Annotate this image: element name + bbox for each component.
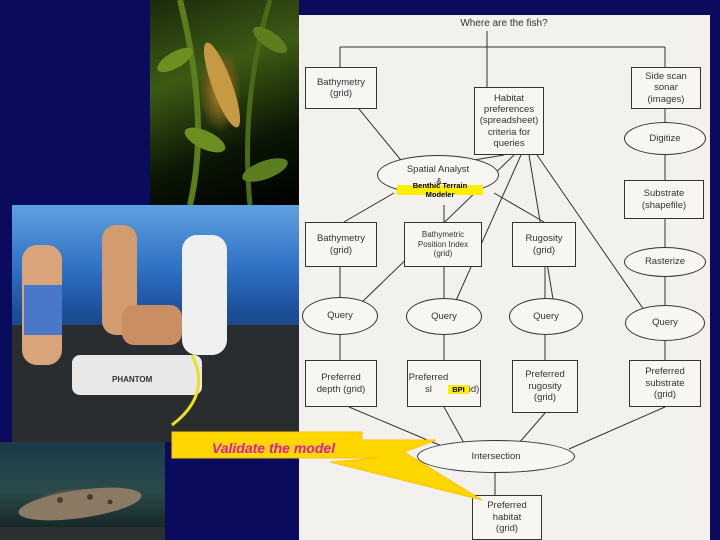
preferred-slope-text: Preferred sl (408, 372, 449, 395)
digitize-step: Digitize (624, 122, 706, 155)
bpi-grid: Bathymetric Position Index (grid) (404, 222, 482, 267)
diagram-title: Where are the fish? (460, 18, 548, 29)
benthic-terrain-modeler-label: Benthic Terrain Modeler (397, 181, 483, 199)
btm-ampersand: & (436, 177, 442, 186)
preferred-rugosity-grid: Preferred rugosity (grid) (512, 360, 578, 413)
query-bpi: Query (406, 298, 482, 335)
habitat-model-flowchart: Where are the fish? Bathymetry (grid) Ha… (299, 15, 710, 540)
boat-illustration (12, 225, 299, 442)
rugosity-grid: Rugosity (grid) (512, 222, 576, 267)
validate-model-label: Validate the model (211, 440, 336, 456)
boat-crew-photo: PHANTOM (12, 205, 299, 442)
boat-rov-label: PHANTOM (112, 375, 153, 384)
shark-illustration (0, 487, 165, 540)
bathymetry-grid-mid: Bathymetry (grid) (305, 222, 377, 267)
habitat-preferences-box: Habitat preferences (spreadsheet) criter… (474, 87, 544, 155)
shark-photo (0, 442, 165, 540)
preferred-slope-suffix: id) (468, 383, 480, 395)
kelp-fish-photo (150, 0, 299, 205)
sidescan-sonar-box: Side scan sonar (images) (631, 67, 701, 109)
preferred-habitat-grid: Preferred habitat (grid) (472, 495, 542, 540)
preferred-substrate-grid: Preferred substrate (grid) (629, 360, 701, 407)
query-rugosity: Query (509, 298, 583, 335)
bpi-highlight: BPI (448, 385, 469, 394)
spatial-analyst-label: Spatial Analyst (406, 164, 470, 175)
intersection-step: Intersection (417, 440, 575, 473)
kelp-illustration (157, 0, 288, 205)
substrate-shapefile: Substrate (shapefile) (624, 180, 704, 219)
bathymetry-grid-source: Bathymetry (grid) (305, 67, 377, 109)
rasterize-step: Rasterize (624, 247, 706, 277)
preferred-depth-grid: Preferred depth (grid) (305, 360, 377, 407)
query-depth: Query (302, 297, 378, 335)
query-substrate: Query (625, 305, 705, 341)
